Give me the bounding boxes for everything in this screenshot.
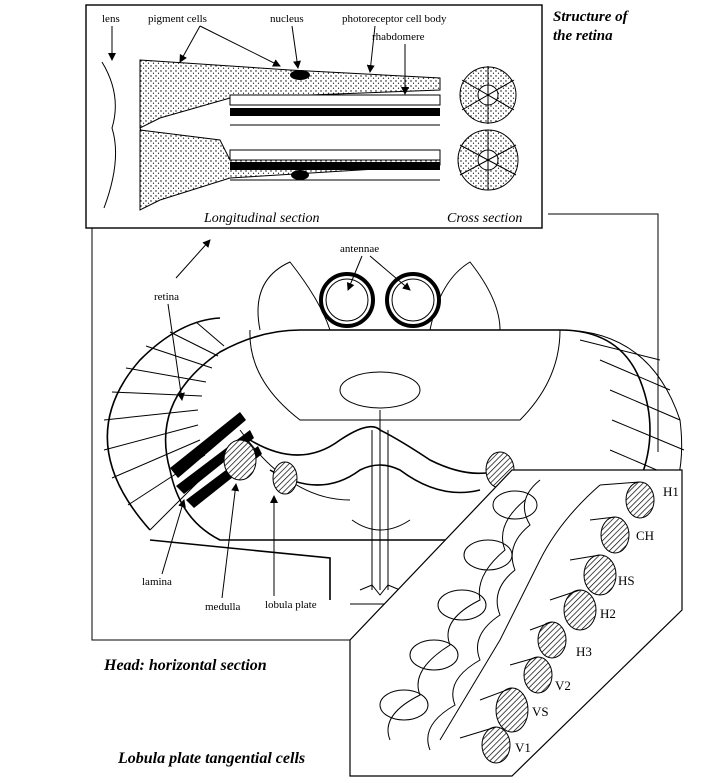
label-antennae: antennae xyxy=(340,243,379,255)
label-rhabdomere: rhabdomere xyxy=(372,31,425,43)
neural-pathway-b xyxy=(269,464,481,494)
medulla-shape xyxy=(223,439,257,481)
central-brain-lobe xyxy=(339,371,421,409)
cell-label-v1: V1 xyxy=(515,740,531,755)
antenna-left-inner xyxy=(325,278,369,322)
label-lamina: lamina xyxy=(142,576,172,588)
longitudinal-section-drawing xyxy=(101,59,441,211)
tangential-cell-axons xyxy=(439,484,601,741)
retina-title-line1: Structure of xyxy=(553,9,630,25)
brain-outline xyxy=(249,329,561,421)
neural-pathway-a xyxy=(249,425,501,475)
cross-section-spokes-upper xyxy=(461,66,515,124)
pointer-antennae-left xyxy=(346,255,363,291)
lobula-plate-panel: H1 CH HS H2 H3 V2 VS V1 xyxy=(349,469,683,777)
lens-outline xyxy=(101,61,117,209)
rhabdomere-lower-core xyxy=(230,162,440,170)
rhabdomere-upper xyxy=(229,94,441,106)
nucleus-upper xyxy=(290,70,310,80)
pointer-lamina xyxy=(161,499,186,575)
cell-label-h1: H1 xyxy=(663,484,679,499)
nucleus-lower xyxy=(291,170,309,180)
head-top-lobe-left xyxy=(257,261,331,331)
lobula-plate-caption: Lobula plate tangential cells xyxy=(117,750,305,767)
cell-label-h3: H3 xyxy=(576,644,592,659)
connector-line xyxy=(548,213,659,452)
lobula-panel-frame xyxy=(349,469,683,777)
pointer-retina xyxy=(167,303,185,401)
cell-label-v2: V2 xyxy=(555,678,571,693)
retina-structure-panel: lens pigment cells nucleus photoreceptor… xyxy=(85,4,543,229)
retina-title-line2: the retina xyxy=(553,28,613,44)
pigment-cells-upper xyxy=(139,59,441,129)
pointer-nucleus xyxy=(291,25,301,69)
eye-facets xyxy=(103,321,225,531)
label-lobula-plate: lobula plate xyxy=(265,599,317,611)
pointer-medulla xyxy=(221,483,240,599)
cross-section-drawing xyxy=(457,66,519,191)
label-lens: lens xyxy=(102,13,120,25)
head-section-caption: Head: horizontal section xyxy=(103,657,267,674)
cell-label-hs: HS xyxy=(618,573,635,588)
pointer-photoreceptor xyxy=(366,25,376,73)
retina-band-a xyxy=(170,412,246,478)
lobula-shape xyxy=(272,461,298,495)
head-section-panel: antennae retina lamina medulla lobula pl… xyxy=(91,228,685,674)
cell-label-h2: H2 xyxy=(600,606,616,621)
rhabdomere-upper-core xyxy=(230,108,440,116)
lobula-plate-outlines xyxy=(379,479,541,751)
pointer-retina-up xyxy=(175,239,211,279)
pointer-pigment-b xyxy=(199,25,281,67)
label-nucleus: nucleus xyxy=(270,13,304,25)
right-eye-facets xyxy=(579,339,685,481)
esophagus xyxy=(351,519,411,531)
cell-label-ch: CH xyxy=(636,528,654,543)
cross-section-caption: Cross section xyxy=(447,211,522,226)
pointer-antennae-right xyxy=(369,255,411,291)
label-retina: retina xyxy=(154,291,179,303)
pointer-pigment-a xyxy=(179,25,201,63)
cell-label-vs: VS xyxy=(532,704,549,719)
label-medulla: medulla xyxy=(205,601,241,613)
lower-nerve xyxy=(149,539,331,600)
dendrite-branches xyxy=(459,481,641,739)
label-photoreceptor: photoreceptor cell body xyxy=(342,13,447,25)
neck-connectives xyxy=(371,410,389,590)
antenna-right-inner xyxy=(391,278,435,322)
eye-outer-arc xyxy=(106,317,221,531)
rhabdomere-lower xyxy=(229,149,441,161)
cross-section-spokes-lower xyxy=(459,130,517,190)
longitudinal-section-caption: Longitudinal section xyxy=(203,211,320,226)
dendrite-fans xyxy=(481,481,655,764)
neural-pathway-c xyxy=(239,429,351,501)
head-panel-frame xyxy=(91,228,352,641)
label-pigment-cells: pigment cells xyxy=(148,13,207,25)
neck-end xyxy=(359,584,401,596)
